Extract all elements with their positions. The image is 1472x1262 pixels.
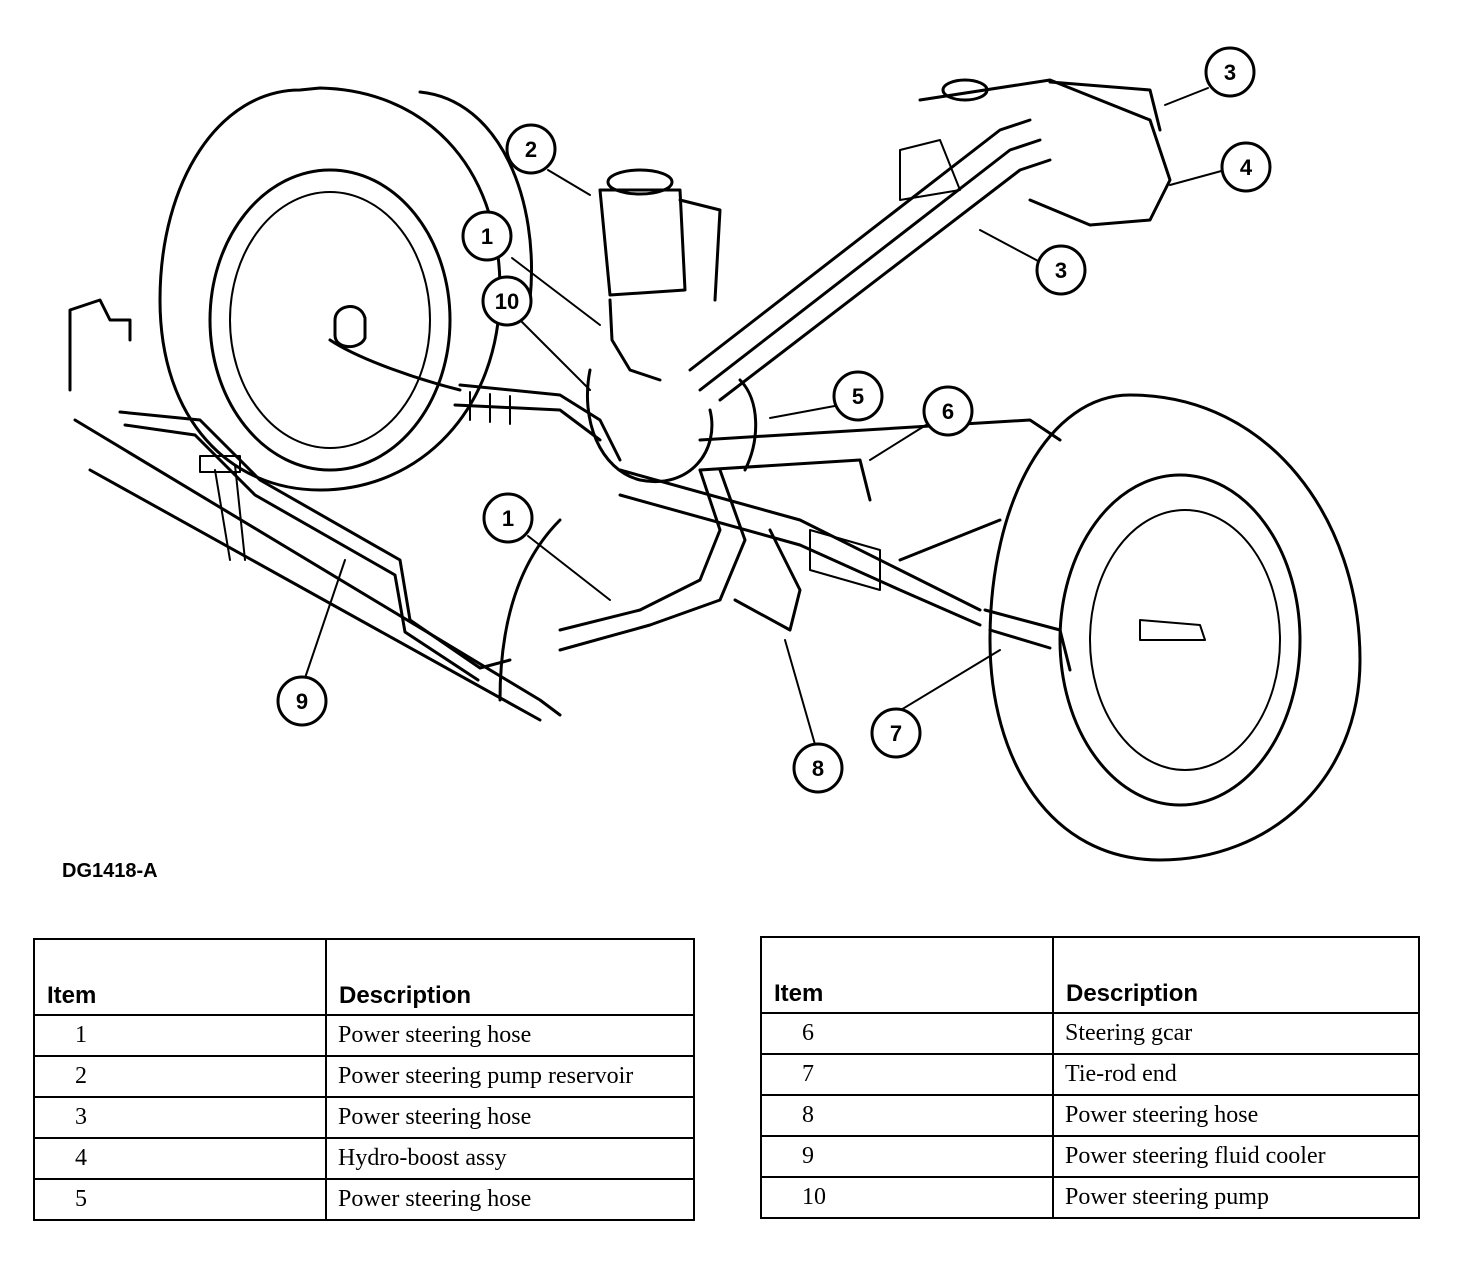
item-number: 9 — [760, 1135, 1054, 1178]
tie-rod-end — [983, 608, 1072, 672]
steering-gear — [328, 305, 982, 627]
callout-2: 2 — [505, 123, 557, 175]
figure-id: DG1418-A — [62, 860, 158, 882]
callout-8: 8 — [792, 742, 844, 794]
svg-text:2: 2 — [525, 137, 537, 162]
svg-text:7: 7 — [890, 721, 902, 746]
item-number: 3 — [33, 1096, 327, 1139]
fluid-cooler — [118, 410, 512, 682]
description-header: Description — [325, 938, 695, 1016]
legend-table-right: Item Description 6 Steering gcar 7 Tie-r… — [760, 936, 1420, 1219]
svg-text:9: 9 — [296, 689, 308, 714]
svg-text:1: 1 — [502, 506, 514, 531]
callout-9: 9 — [276, 675, 328, 727]
item-description: Power steering pump reservoir — [325, 1055, 695, 1098]
item-description: Power steering hose — [325, 1014, 695, 1057]
description-header: Description — [1052, 936, 1420, 1014]
table-row: 10 Power steering pump — [760, 1176, 1420, 1219]
item-description: Power steering pump — [1052, 1176, 1420, 1219]
item-description: Steering gcar — [1052, 1012, 1420, 1055]
table-row: 6 Steering gcar — [760, 1012, 1420, 1055]
item-number: 8 — [760, 1094, 1054, 1137]
table-row: 7 Tie-rod end — [760, 1053, 1420, 1096]
item-number: 1 — [33, 1014, 327, 1057]
svg-text:1: 1 — [481, 224, 493, 249]
item-number: 6 — [760, 1012, 1054, 1055]
item-number: 5 — [33, 1178, 327, 1221]
callout-7: 7 — [870, 707, 922, 759]
item-number: 10 — [760, 1176, 1054, 1219]
table-row: 9 Power steering fluid cooler — [760, 1135, 1420, 1178]
legend-header-row: Item Description — [760, 936, 1420, 1014]
pump-reservoir — [585, 168, 722, 483]
left-wheel — [158, 86, 533, 492]
right-wheel — [988, 393, 1362, 862]
item-description: Power steering hose — [1052, 1094, 1420, 1137]
callout-4: 4 — [1220, 141, 1272, 193]
svg-text:5: 5 — [852, 384, 864, 409]
svg-text:6: 6 — [942, 399, 954, 424]
item-header: Item — [760, 936, 1054, 1014]
steering-system-illustration: 1 2 10 1 3 4 3 5 — [68, 46, 1362, 862]
callouts: 1 2 10 1 3 4 3 5 — [276, 46, 1272, 794]
table-row: 3 Power steering hose — [33, 1096, 695, 1139]
item-header: Item — [33, 938, 327, 1016]
item-number: 7 — [760, 1053, 1054, 1096]
table-row: 2 Power steering pump reservoir — [33, 1055, 695, 1098]
legend-table-left: Item Description 1 Power steering hose 2… — [33, 938, 695, 1221]
svg-text:10: 10 — [495, 289, 519, 314]
table-row: 4 Hydro-boost assy — [33, 1137, 695, 1180]
table-row: 8 Power steering hose — [760, 1094, 1420, 1137]
item-description: Power steering hose — [325, 1178, 695, 1221]
callout-3-upper: 3 — [1204, 46, 1256, 98]
svg-text:8: 8 — [812, 756, 824, 781]
callout-1-upper: 1 — [461, 210, 513, 262]
callout-3-lower: 3 — [1035, 244, 1087, 296]
legend-header-row: Item Description — [33, 938, 695, 1016]
svg-text:3: 3 — [1224, 60, 1236, 85]
vehicle-frame — [68, 298, 1062, 722]
callout-6: 6 — [922, 385, 974, 437]
item-number: 4 — [33, 1137, 327, 1180]
table-row: 1 Power steering hose — [33, 1014, 695, 1057]
item-description: Tie-rod end — [1052, 1053, 1420, 1096]
item-description: Power steering hose — [325, 1096, 695, 1139]
hydro-boost — [899, 78, 1172, 227]
leader-lines — [304, 87, 1226, 749]
item-number: 2 — [33, 1055, 327, 1098]
svg-text:3: 3 — [1055, 258, 1067, 283]
callout-1-lower: 1 — [482, 492, 534, 544]
table-row: 5 Power steering hose — [33, 1178, 695, 1221]
hoses — [558, 118, 1052, 652]
svg-text:4: 4 — [1240, 155, 1253, 180]
item-description: Hydro-boost assy — [325, 1137, 695, 1180]
callout-10: 10 — [481, 275, 533, 327]
item-description: Power steering fluid cooler — [1052, 1135, 1420, 1178]
callout-5: 5 — [832, 370, 884, 422]
